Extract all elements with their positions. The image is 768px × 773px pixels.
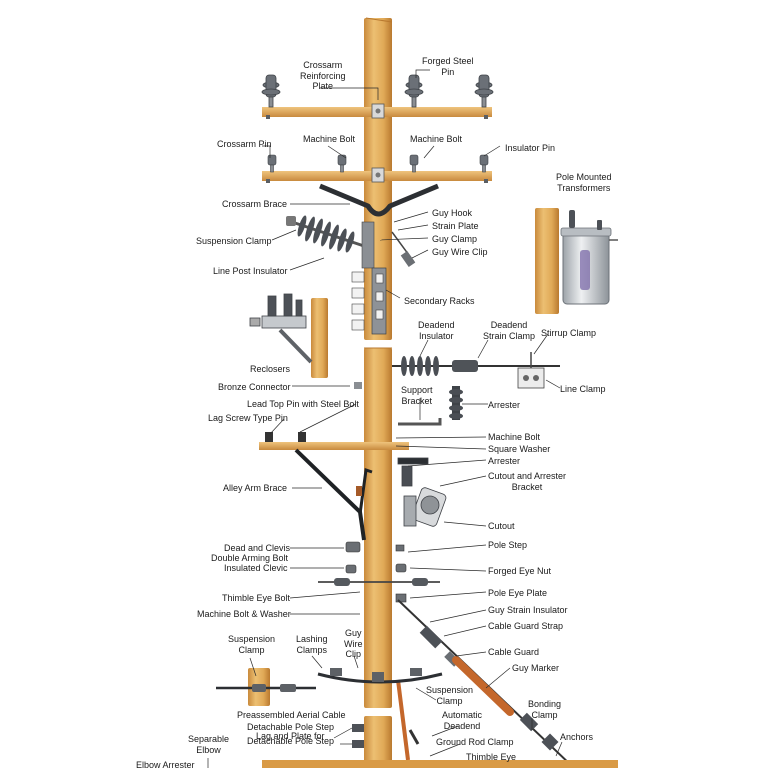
label-elbow-arrester: Elbow Arrester bbox=[136, 760, 195, 770]
label-anchors: Anchors bbox=[560, 732, 594, 742]
label-arrester-top: Arrester bbox=[488, 400, 521, 410]
crossarm-brace bbox=[319, 183, 439, 217]
pin-insulators-lower bbox=[267, 154, 489, 173]
pin-insulators-upper bbox=[261, 74, 494, 108]
label-lead-top-pin: Lead Top Pin with Steel Bolt bbox=[247, 399, 359, 409]
support-bracket bbox=[398, 418, 442, 426]
line-post-insulator bbox=[286, 215, 371, 253]
label-guy-strain-insulator: Guy Strain Insulator bbox=[488, 605, 568, 615]
label-alley-arm-brace: Alley Arm Brace bbox=[223, 483, 288, 493]
label-guy-hook: Guy Hook bbox=[432, 208, 473, 218]
cutout bbox=[397, 457, 447, 527]
reclosers bbox=[249, 293, 313, 364]
label-detachable-pole-step: Detachable Pole Step bbox=[247, 722, 335, 732]
mid-hardware bbox=[345, 541, 407, 603]
pole-middle-section bbox=[364, 348, 392, 708]
label-double-arming-bolt: Double Arming Bolt bbox=[211, 553, 289, 563]
label-crossarm-pin: Crossarm Pin bbox=[217, 139, 272, 149]
label-suspension-clamp-top: Suspension Clamp bbox=[196, 236, 272, 246]
deadend-insulator bbox=[401, 356, 439, 376]
guy-marker bbox=[452, 656, 514, 716]
label-bronze-connector: Bronze Connector bbox=[218, 382, 291, 392]
label-machine-bolt-washer: Machine Bolt & Washer bbox=[197, 609, 291, 619]
label-machine-bolt-left: Machine Bolt bbox=[303, 134, 356, 144]
label-guy-marker: Guy Marker bbox=[512, 663, 560, 673]
line-clamp bbox=[517, 352, 545, 389]
label-lag-and-plate: Lag and Plate for bbox=[256, 731, 325, 741]
label-pole-step: Pole Step bbox=[488, 540, 528, 550]
label-line-post-insulator: Line Post Insulator bbox=[213, 266, 288, 276]
label-thimble-eye-bolt: Thimble Eye Bolt bbox=[222, 593, 291, 603]
label-secondary-racks: Secondary Racks bbox=[404, 296, 475, 306]
leader-lines bbox=[207, 69, 563, 768]
alley-arm-brace bbox=[294, 448, 366, 541]
label-square-washer: Square Washer bbox=[488, 444, 551, 454]
label-pole-eye-plate: Pole Eye Plate bbox=[488, 588, 548, 598]
label-line-clamp: Line Clamp bbox=[560, 384, 606, 394]
alley-arm bbox=[259, 442, 409, 450]
label-cable-guard: Cable Guard bbox=[488, 647, 540, 657]
recloser-pole-stub bbox=[311, 298, 328, 378]
label-crossarm-brace: Crossarm Brace bbox=[222, 199, 288, 209]
label-detachable-pole-step-2: Detachable Pole Step bbox=[247, 736, 335, 746]
label-insulated-clevic: Insulated Clevic bbox=[224, 563, 288, 573]
ground-line bbox=[262, 760, 618, 768]
label-reclosers: Reclosers bbox=[250, 364, 291, 374]
label-arrester-mid: Arrester bbox=[488, 456, 521, 466]
secondary-racks bbox=[351, 267, 387, 335]
transformer-pole-stub bbox=[535, 208, 559, 314]
pole-bottom-section bbox=[364, 716, 392, 768]
deadend-strain-clamp bbox=[452, 360, 478, 372]
label-preassembled-aerial-cable: Preassembled Aerial Cable bbox=[237, 710, 346, 720]
label-guy-clamp: Guy Clamp bbox=[432, 234, 478, 244]
label-machine-bolt-mid: Machine Bolt bbox=[488, 432, 541, 442]
label-insulator-pin: Insulator Pin bbox=[505, 143, 556, 153]
label-dead-and-clevis: Dead and Clevis bbox=[224, 543, 291, 553]
label-machine-bolt-right: Machine Bolt bbox=[410, 134, 463, 144]
label-cable-guard-strap: Cable Guard Strap bbox=[488, 621, 564, 631]
transformer bbox=[560, 210, 618, 305]
label-cutout: Cutout bbox=[488, 521, 515, 531]
guy-strain-insulator bbox=[419, 625, 443, 649]
label-ground-rod-clamp: Ground Rod Clamp bbox=[436, 737, 514, 747]
label-thimble-eye: Thimble Eye bbox=[466, 752, 517, 762]
label-guy-wire-clip-top: Guy Wire Clip bbox=[432, 247, 488, 257]
label-lag-screw-type-pin: Lag Screw Type Pin bbox=[208, 413, 288, 423]
arrester-top bbox=[449, 386, 463, 420]
label-forged-eye-nut: Forged Eye Nut bbox=[488, 566, 552, 576]
label-strain-plate: Strain Plate bbox=[432, 221, 479, 231]
label-stirrup-clamp: Stirrup Clamp bbox=[541, 328, 597, 338]
